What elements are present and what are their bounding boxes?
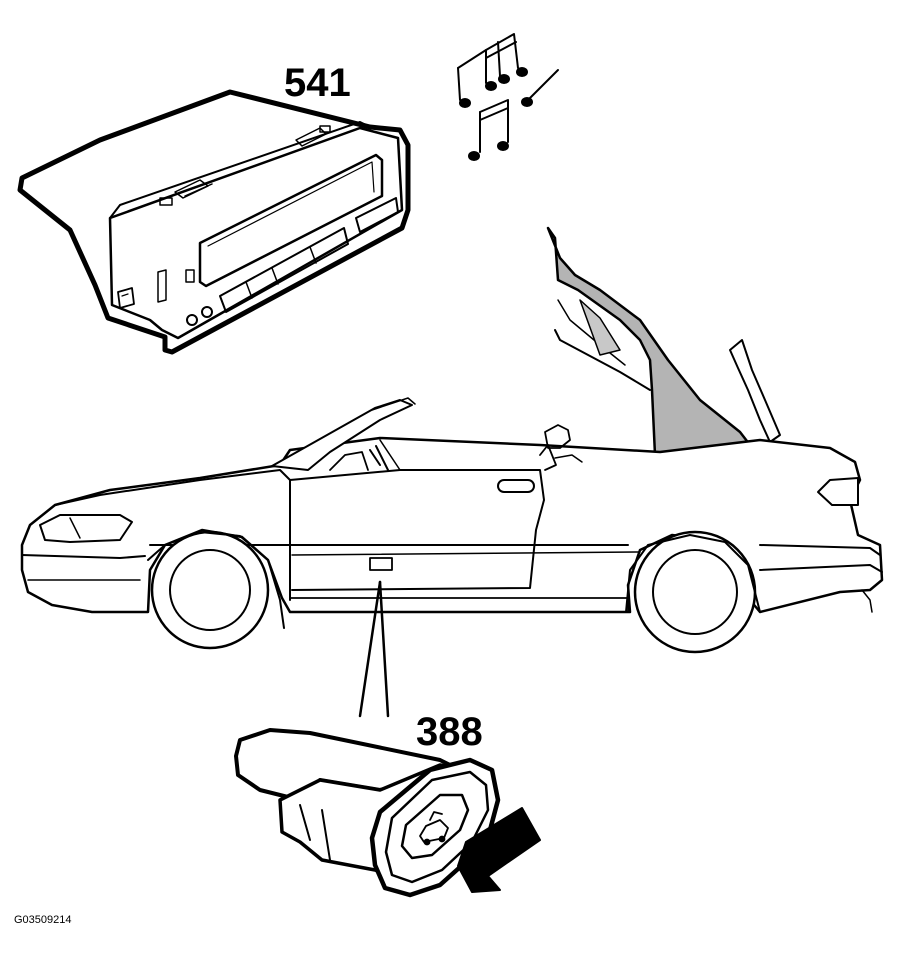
headlight — [39, 514, 133, 543]
display-unit-face — [108, 126, 404, 340]
windshield — [271, 399, 413, 471]
folding-roof — [546, 226, 752, 457]
display-window — [198, 153, 384, 288]
convertible-roof-symbol-icon — [419, 811, 449, 846]
front-wheel — [147, 530, 285, 650]
roof-switch-388 — [234, 728, 541, 898]
display-unit-541 — [17, 89, 411, 355]
deck-lid — [729, 339, 781, 443]
music-notes-icon — [457, 33, 559, 161]
callout-541: 541 — [284, 61, 351, 105]
press-arrow-icon — [457, 807, 541, 893]
display-buttons — [219, 227, 349, 313]
tail-light — [817, 477, 859, 506]
figure-code: G03509214 — [14, 914, 72, 926]
convertible-car — [20, 226, 884, 654]
rear-wheel — [625, 530, 761, 654]
callout-leader — [358, 580, 390, 718]
callout-388: 388 — [416, 710, 483, 754]
switch-rocker — [400, 793, 470, 860]
